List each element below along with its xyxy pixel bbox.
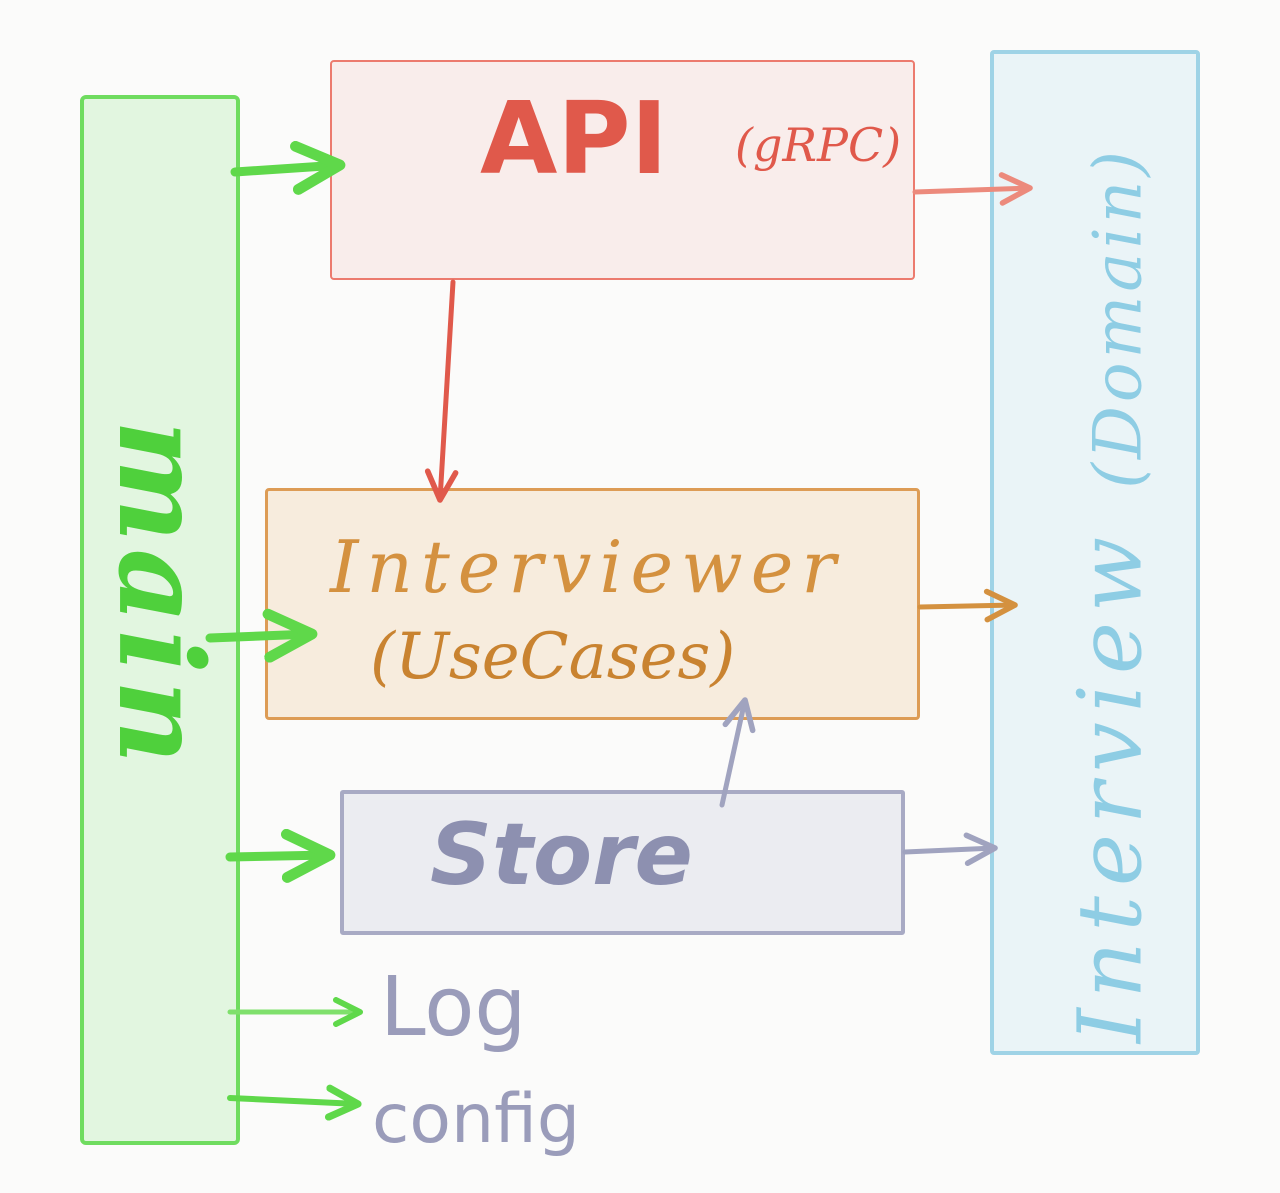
usecases-box bbox=[265, 488, 920, 720]
log-label: Log bbox=[380, 960, 527, 1055]
store-box bbox=[340, 790, 905, 935]
api-title: API bbox=[480, 80, 668, 197]
arrow-main-to-store bbox=[225, 828, 336, 883]
arrow-store-to-domain bbox=[902, 832, 998, 867]
config-label: config bbox=[372, 1080, 581, 1159]
arrow-main-to-api bbox=[230, 140, 346, 195]
domain-subtitle: (Domain) bbox=[1079, 147, 1157, 489]
main-label: main bbox=[92, 419, 228, 771]
domain-box bbox=[990, 50, 1200, 1055]
domain-title: Interview bbox=[1058, 526, 1162, 1043]
arrow-main-to-config bbox=[227, 1084, 362, 1121]
store-label: Store bbox=[430, 805, 693, 905]
main-box bbox=[80, 95, 240, 1145]
usecases-title: Interviewer bbox=[330, 525, 844, 609]
api-subtitle: (gRPC) bbox=[735, 118, 902, 172]
api-box bbox=[330, 60, 915, 280]
usecases-subtitle: (UseCases) bbox=[370, 620, 736, 694]
arrow-api-to-usecases bbox=[424, 279, 459, 503]
domain-label: Interview (Domain) bbox=[1059, 147, 1162, 1043]
